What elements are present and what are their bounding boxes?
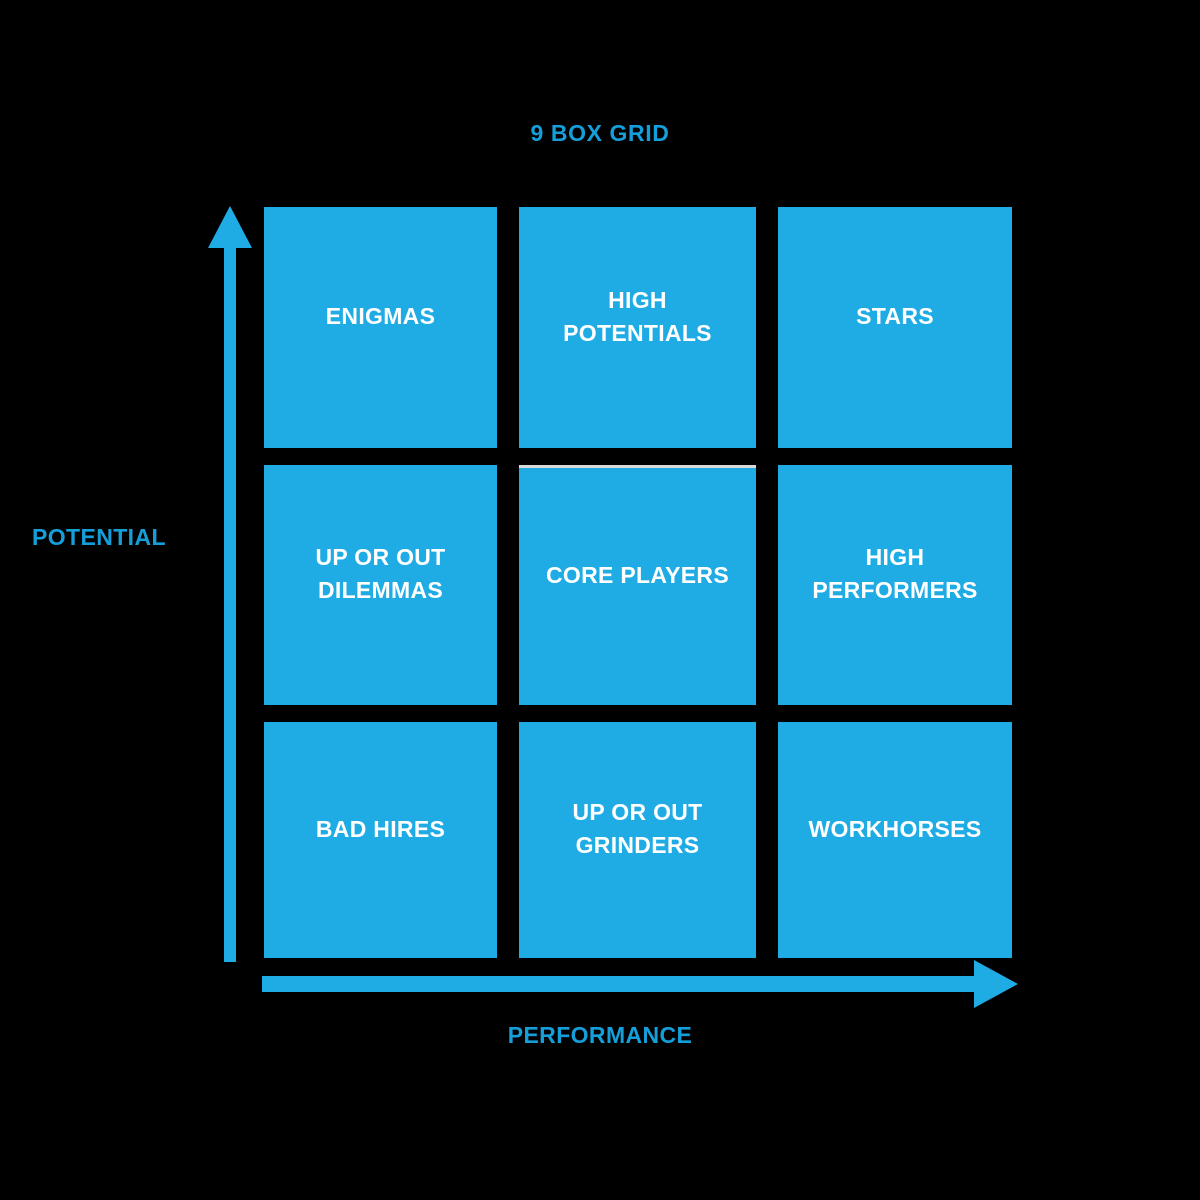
y-axis-label: POTENTIAL xyxy=(32,524,166,550)
x-axis-label: PERFORMANCE xyxy=(507,1022,693,1048)
grid-cell-label: UP OR OUT DILEMMAS xyxy=(315,544,446,603)
grid-cell-up-or-out-grinders[interactable]: UP OR OUT GRINDERS xyxy=(519,722,756,958)
grid-cell-high-performers[interactable]: HIGH PERFORMERS xyxy=(778,465,1012,705)
grid-cell-label: ENIGMAS xyxy=(325,303,436,330)
grid-cell-label: HIGH PERFORMERS xyxy=(812,544,978,603)
grid-cell-bad-hires[interactable]: BAD HIRES xyxy=(264,722,497,958)
grid-cell-label: CORE PLAYERS xyxy=(546,562,729,589)
grid-cell-up-or-out-dilemmas[interactable]: UP OR OUT DILEMMAS xyxy=(264,465,497,705)
nine-box-grid: ENIGMAS HIGH POTENTIALS STARS UP OR OUT … xyxy=(264,207,1013,958)
grid-cell-label: STARS xyxy=(856,303,934,330)
grid-cell-label: UP OR OUT GRINDERS xyxy=(572,799,703,858)
page-title: 9 BOX GRID xyxy=(530,120,670,146)
grid-cell-label: WORKHORSES xyxy=(808,815,982,842)
grid-cell-core-players[interactable]: CORE PLAYERS xyxy=(519,465,756,705)
arrow-right-icon xyxy=(262,958,1020,1010)
grid-cell-workhorses[interactable]: WORKHORSES xyxy=(778,722,1012,958)
grid-cell-stars[interactable]: STARS xyxy=(778,207,1012,448)
grid-cell-high-potentials[interactable]: HIGH POTENTIALS xyxy=(519,207,756,448)
grid-cell-enigmas[interactable]: ENIGMAS xyxy=(264,207,497,448)
arrow-up-icon xyxy=(204,206,256,962)
grid-cell-label: HIGH POTENTIALS xyxy=(563,286,712,346)
grid-cell-label: BAD HIRES xyxy=(315,815,446,842)
